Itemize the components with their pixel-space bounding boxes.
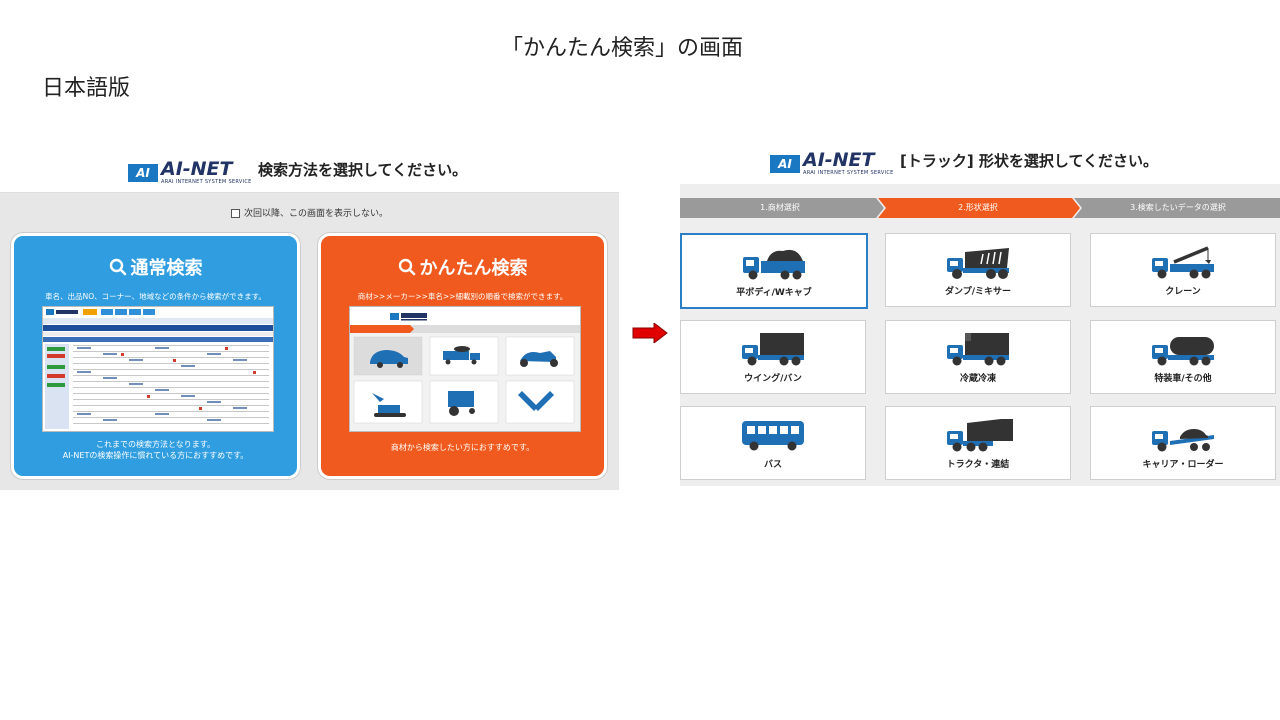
- normal-search-foot-line2: AI-NETの検索操作に慣れている方におすすめです。: [62, 451, 249, 460]
- logo-mark: AI: [770, 154, 800, 173]
- tile-refrigerated[interactable]: 冷蔵冷凍: [885, 320, 1071, 394]
- search-icon: [398, 258, 415, 276]
- easy-search-title-text: かんたん検索: [419, 258, 528, 279]
- right-header-text: [トラック] 形状を選択してください。: [900, 152, 1159, 170]
- slide-subtitle: 日本語版: [42, 76, 131, 101]
- dump-truck-icon: [947, 248, 1009, 279]
- tile-crane[interactable]: クレーン: [1090, 233, 1276, 307]
- normal-search-title: 通常検索: [14, 254, 297, 280]
- crane-truck-icon: [1152, 246, 1214, 279]
- normal-search-card[interactable]: 通常検索 車名、出品NO、コーナー、地域などの条件から検索ができます。: [11, 233, 300, 479]
- tile-tractor[interactable]: トラクタ・連結: [885, 406, 1071, 480]
- dont-show-again-row[interactable]: 次回以降、この画面を表示しない。: [0, 206, 619, 219]
- flatbed-truck-icon: [743, 249, 805, 280]
- slide-title: 「かんたん検索」の画面: [500, 36, 743, 61]
- ai-net-logo: AI AI-NET ARAI INTERNET SYSTEM SERVICE: [770, 151, 894, 176]
- normal-search-desc: 車名、出品NO、コーナー、地域などの条件から検索ができます。: [45, 292, 266, 301]
- logo-tagline: ARAI INTERNET SYSTEM SERVICE: [803, 170, 894, 176]
- tile-bus[interactable]: バス: [680, 406, 866, 480]
- tile-crane-label: クレーン: [1165, 287, 1201, 297]
- normal-search-foot-line1: これまでの検索方法となります。: [96, 440, 215, 449]
- easy-search-title: かんたん検索: [321, 254, 604, 280]
- easy-search-card[interactable]: かんたん検索 商材>>メーカー>>車名>>細載別の順番で検索ができます。: [318, 233, 607, 479]
- tile-flatbed-label: 平ボディ/Wキャブ: [736, 288, 812, 298]
- normal-search-preview: [42, 306, 274, 432]
- shape-select-screen: AI AI-NET ARAI INTERNET SYSTEM SERVICE […: [680, 140, 1280, 486]
- step-1-label[interactable]: 1.商材選択: [760, 203, 800, 212]
- normal-search-foot: これまでの検索方法となります。 AI-NETの検索操作に慣れている方におすすめで…: [14, 439, 297, 461]
- normal-search-title-text: 通常検索: [130, 258, 203, 279]
- step-2-label: 2.形状選択: [958, 203, 998, 212]
- tanker-truck-icon: [1152, 337, 1214, 366]
- dont-show-again-label: 次回以降、この画面を表示しない。: [243, 209, 388, 219]
- tile-van[interactable]: ウイング/バン: [680, 320, 866, 394]
- tile-special-label: 特装車/その他: [1154, 374, 1212, 384]
- car-carrier-icon: [1152, 429, 1214, 452]
- preview-table-screenshot: [43, 307, 273, 429]
- tile-special[interactable]: 特装車/その他: [1090, 320, 1276, 394]
- right-arrow-icon: [632, 323, 668, 343]
- right-header: AI AI-NET ARAI INTERNET SYSTEM SERVICE […: [680, 140, 1280, 184]
- logo-mark: AI: [128, 163, 158, 182]
- dont-show-again-checkbox[interactable]: [230, 209, 240, 218]
- tile-tractor-label: トラクタ・連結: [946, 460, 1010, 470]
- bus-icon: [742, 421, 804, 451]
- tile-carrier[interactable]: キャリア・ローダー: [1090, 406, 1276, 480]
- step-bar-shapes: [680, 198, 1280, 218]
- tile-carrier-label: キャリア・ローダー: [1142, 460, 1224, 470]
- preview-easy-screenshot: [350, 307, 580, 431]
- logo-name: AI-NET: [161, 158, 233, 180]
- step-3-label: 3.検索したいデータの選択: [1130, 203, 1226, 212]
- tile-refrigerated-label: 冷蔵冷凍: [959, 374, 996, 384]
- tractor-trailer-icon: [947, 419, 1013, 452]
- logo-tagline: ARAI INTERNET SYSTEM SERVICE: [161, 179, 252, 185]
- tile-flatbed[interactable]: 平ボディ/Wキャブ: [680, 233, 868, 309]
- tile-bus-label: バス: [763, 460, 782, 470]
- logo-name: AI-NET: [803, 149, 875, 171]
- tile-dump[interactable]: ダンプ/ミキサー: [885, 233, 1071, 307]
- van-truck-icon: [742, 333, 804, 366]
- refrigerated-truck-icon: [947, 333, 1009, 366]
- left-header: AI AI-NET ARAI INTERNET SYSTEM SERVICE 検…: [0, 148, 619, 193]
- easy-search-foot: 商材から検索したい方におすすめです。: [390, 443, 535, 452]
- search-method-screen: AI AI-NET ARAI INTERNET SYSTEM SERVICE 検…: [0, 148, 619, 490]
- ai-net-logo: AI AI-NET ARAI INTERNET SYSTEM SERVICE: [128, 160, 252, 185]
- search-icon: [109, 258, 126, 276]
- left-header-text: 検索方法を選択してください。: [258, 161, 468, 179]
- tile-dump-label: ダンプ/ミキサー: [944, 287, 1012, 297]
- easy-search-desc: 商材>>メーカー>>車名>>細載別の順番で検索ができます。: [357, 292, 568, 301]
- step-progress-bar: 1.商材選択 2.形状選択 3.検索したいデータの選択: [680, 198, 1280, 218]
- easy-search-preview: [349, 306, 581, 432]
- tile-van-label: ウイング/バン: [744, 374, 802, 384]
